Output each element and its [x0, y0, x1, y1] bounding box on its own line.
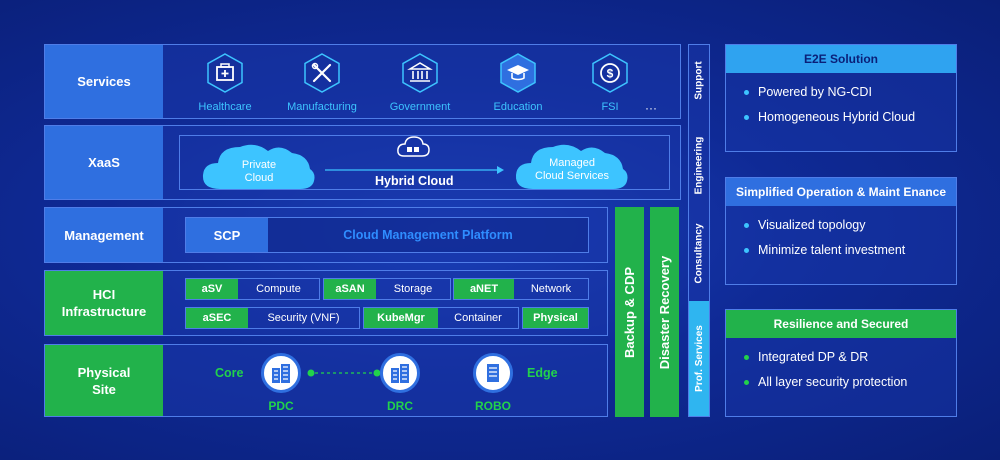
module-key: Physical: [523, 308, 588, 328]
cloud-icon: [515, 144, 628, 189]
site-name: DRC: [387, 399, 413, 413]
strip-engineering: Engineering: [689, 125, 709, 205]
service-name: FSI: [601, 101, 619, 113]
module-value: Container: [454, 312, 502, 324]
arrow-icon: [325, 166, 504, 174]
site-name: PDC: [268, 399, 294, 413]
panel-item: Minimize talent investment: [744, 243, 956, 257]
panel-item: Visualized topology: [744, 218, 956, 232]
module-physical[interactable]: Physical: [522, 307, 589, 329]
private-cloud-label: Private Cloud: [241, 159, 277, 184]
hci-label: HCI Infrastructure: [45, 271, 163, 335]
backup-cdp-bar: Backup & CDP: [615, 207, 644, 417]
xaas-label: XaaS: [45, 126, 163, 199]
module-value: Storage: [393, 283, 433, 295]
cloud-icon: [202, 144, 315, 189]
xaas-inner: Private Cloud Hybrid Cloud Managed Cloud…: [179, 135, 670, 190]
building-icon: [261, 353, 301, 393]
service-name: Healthcare: [198, 101, 252, 113]
management-box: SCP Cloud Management Platform: [185, 217, 589, 253]
core-label: Core: [215, 366, 244, 380]
services-layer: Services Healthcare Manufacturing Govern…: [44, 44, 681, 119]
disaster-recovery-label: Disaster Recovery: [657, 255, 672, 369]
private-cloud: Private Cloud: [200, 139, 318, 189]
panel-item: All layer security protection: [744, 375, 956, 389]
building-icon: [380, 353, 420, 393]
strip-support: Support: [689, 45, 709, 115]
dotted-link: [307, 369, 381, 377]
services-label: Services: [45, 45, 163, 118]
strip-label: Support: [693, 60, 705, 100]
service-fsi[interactable]: $ FSI: [565, 53, 655, 113]
first-aid-kit-icon: [205, 53, 245, 93]
cloud-management-platform: Cloud Management Platform: [343, 228, 513, 242]
site-robo[interactable]: ROBO: [463, 353, 523, 413]
service-healthcare[interactable]: Healthcare: [180, 53, 270, 113]
module-key: aSAN: [324, 279, 376, 299]
panel-e2e-solution: E2E Solution Powered by NG-CDI Homogeneo…: [725, 44, 957, 152]
dollar-coin-icon: $: [590, 53, 630, 93]
panel-item: Powered by NG-CDI: [744, 85, 956, 99]
panel-simplified-operation: Simplified Operation & Maint Enance Visu…: [725, 177, 957, 285]
module-kubemgr[interactable]: KubeMgr Container: [363, 307, 519, 329]
managed-cloud: Managed Cloud Services: [513, 139, 631, 189]
service-education[interactable]: Education: [473, 53, 563, 113]
site-name: ROBO: [475, 399, 511, 413]
management-label: Management: [45, 208, 163, 262]
module-key: aSV: [186, 279, 238, 299]
hybrid-cloud-label: Hybrid Cloud: [375, 174, 454, 188]
panel-resilience-secured: Resilience and Secured Integrated DP & D…: [725, 309, 957, 417]
panel-title: Simplified Operation & Maint Enance: [726, 178, 956, 206]
xaas-layer: XaaS Private Cloud Hybrid Cloud Managed …: [44, 125, 681, 200]
module-asv[interactable]: aSV Compute: [185, 278, 320, 300]
physical-label: Physical Site: [45, 345, 163, 416]
tools-icon: [302, 53, 342, 93]
service-name: Manufacturing: [287, 101, 357, 113]
disaster-recovery-bar: Disaster Recovery: [650, 207, 679, 417]
strip-label: Engineering: [693, 136, 705, 194]
module-key: aNET: [454, 279, 514, 299]
graduation-cap-icon: [498, 53, 538, 93]
edge-label: Edge: [527, 366, 558, 380]
more-services: ···: [645, 101, 657, 115]
service-strip: Support Engineering Consultancy Prof. Se…: [688, 44, 710, 417]
module-key: KubeMgr: [364, 308, 438, 328]
panel-item: Integrated DP & DR: [744, 350, 956, 364]
service-manufacturing[interactable]: Manufacturing: [277, 53, 367, 113]
service-name: Education: [493, 101, 543, 113]
panel-item: Homogeneous Hybrid Cloud: [744, 110, 956, 124]
strip-label: Consultancy: [693, 222, 705, 284]
hci-layer: HCI Infrastructure aSV Compute aSAN Stor…: [44, 270, 608, 336]
building-icon: [400, 53, 440, 93]
site-pdc[interactable]: PDC: [251, 353, 311, 413]
panel-title: Resilience and Secured: [726, 310, 956, 338]
scp-tag[interactable]: SCP: [186, 218, 268, 252]
strip-consultancy: Consultancy: [689, 213, 709, 293]
module-asan[interactable]: aSAN Storage: [323, 278, 451, 300]
site-drc[interactable]: DRC: [370, 353, 430, 413]
backup-cdp-label: Backup & CDP: [622, 266, 637, 358]
management-layer: Management SCP Cloud Management Platform: [44, 207, 608, 263]
physical-layer: Physical Site Core PDC DRC ROBO Edge: [44, 344, 608, 417]
module-key: aSEC: [186, 308, 248, 328]
service-name: Government: [389, 101, 451, 113]
module-value: Security (VNF): [267, 312, 340, 324]
hybrid-cloud-icon: [396, 134, 430, 165]
module-value: Compute: [256, 283, 301, 295]
service-government[interactable]: Government: [375, 53, 465, 113]
strip-label: Prof. Services: [693, 325, 705, 392]
module-value: Network: [530, 283, 572, 295]
server-icon: [473, 353, 513, 393]
svg-text:$: $: [607, 67, 614, 81]
strip-prof-services: Prof. Services: [689, 301, 709, 416]
panel-title: E2E Solution: [726, 45, 956, 73]
managed-cloud-label: Managed Cloud Services: [535, 157, 609, 182]
module-asec[interactable]: aSEC Security (VNF): [185, 307, 360, 329]
module-anet[interactable]: aNET Network: [453, 278, 589, 300]
